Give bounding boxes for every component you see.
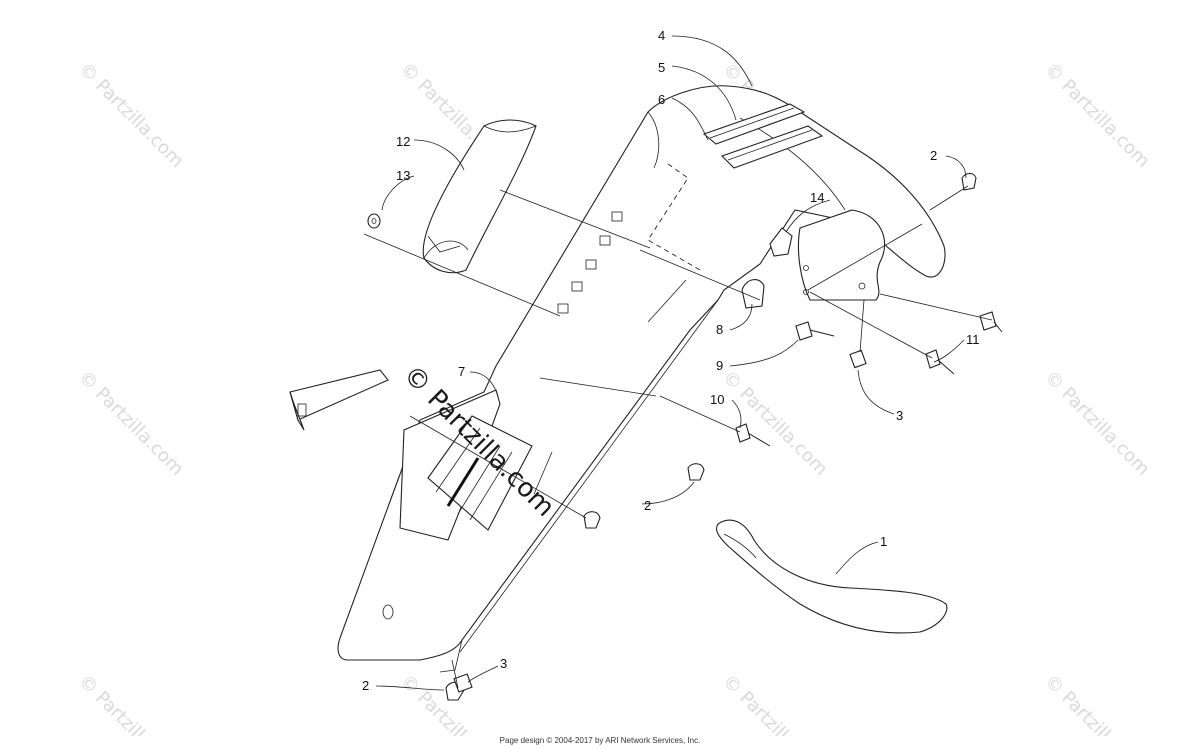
- watermark: © Partzilla.com: [74, 671, 187, 736]
- callout-label: 2: [930, 148, 937, 163]
- watermark: © Partzilla.com: [74, 59, 187, 172]
- leader-lines: [363, 185, 993, 689]
- fender-slot: [599, 235, 611, 246]
- callout-leaders: [375, 35, 967, 691]
- fender-slot: [571, 281, 583, 292]
- rivet: [925, 349, 941, 369]
- callout-label: 2: [362, 678, 369, 693]
- fender-hole: [382, 604, 394, 620]
- rear-fender-part: [337, 85, 946, 673]
- callout-label: 14: [810, 190, 824, 205]
- callout-label: 3: [500, 656, 507, 671]
- fender-edge: [647, 111, 660, 169]
- callout-labels: 1 2 2 2 2 3 3 3 4 5 6 7 8 9 10 11 12 13 …: [362, 28, 980, 693]
- fender-slot: [611, 211, 623, 222]
- callout-label: 6: [658, 92, 665, 107]
- fender-slot: [557, 303, 569, 314]
- callout-label: 10: [710, 392, 724, 407]
- fender-slot: [585, 259, 597, 270]
- foot-pad-part: [715, 519, 948, 634]
- spring-clip-part: [769, 227, 793, 257]
- bolt-head: [687, 463, 705, 481]
- watermark: © Partzilla.com: [718, 367, 831, 480]
- retainer-clip-part: [741, 279, 765, 309]
- decal-stripe: [720, 125, 824, 169]
- hidden-outline: [647, 163, 701, 271]
- callout-label: 11: [966, 332, 980, 347]
- watermark: © Partzilla.com: [396, 671, 509, 736]
- washer-part: [367, 213, 381, 229]
- watermark: © Partzilla.com: [1040, 367, 1153, 480]
- speed-nut: [849, 349, 867, 369]
- fender-flange: [459, 299, 719, 653]
- hitch-bar-part: [289, 369, 389, 431]
- bolt-head: [961, 172, 977, 191]
- rivet: [795, 321, 813, 341]
- fender-tail: [439, 639, 463, 673]
- callout-label: 13: [396, 168, 410, 183]
- watermark: © Partzilla.com: [718, 671, 831, 736]
- mud-flap-part: [797, 209, 886, 301]
- callout-label: 2: [644, 498, 651, 513]
- watermark: © Partzilla.com: [74, 367, 187, 480]
- top-decals: [702, 103, 824, 169]
- bolt-head: [583, 511, 601, 529]
- watermark: © Partzilla.com: [1040, 59, 1153, 172]
- fasteners: [445, 172, 1003, 701]
- rivet: [735, 423, 751, 443]
- watermark: © Partzilla.com: [1040, 671, 1153, 736]
- grab-handle-part: [422, 119, 537, 274]
- callout-label: 4: [658, 28, 665, 43]
- warning-label-decal: [427, 415, 533, 531]
- callout-label: 8: [716, 322, 723, 337]
- fender-groove: [647, 279, 687, 323]
- callout-label: 12: [396, 134, 410, 149]
- callout-label: 9: [716, 358, 723, 373]
- callout-label: 3: [896, 408, 903, 423]
- decal-stripe: [702, 103, 806, 145]
- callout-label: 5: [658, 60, 665, 75]
- callout-label: 1: [880, 534, 887, 549]
- page-footer: Page design © 2004-2017 by ARI Network S…: [499, 736, 701, 745]
- rivet: [979, 311, 997, 331]
- callout-label: 7: [458, 364, 465, 379]
- fender-groove: [533, 451, 553, 495]
